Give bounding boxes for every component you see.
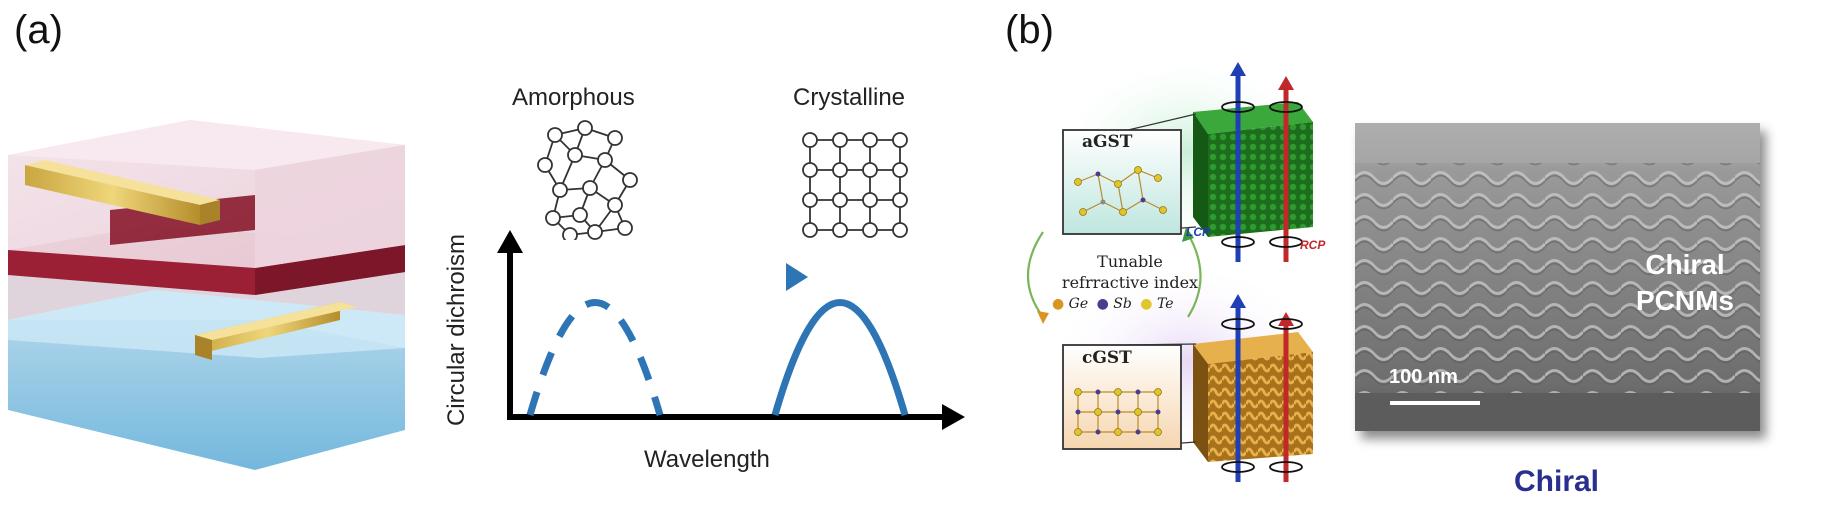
lcp-label: LCP — [1186, 225, 1210, 239]
lcp-arrow-top — [1221, 62, 1255, 262]
sb-dot-icon: ● — [1096, 296, 1109, 312]
amorphous-network-icon — [537, 120, 638, 240]
gst-switching-schematic — [1026, 62, 1328, 482]
element-sb: Sb — [1113, 296, 1132, 312]
upper-gold-electrode — [25, 165, 200, 225]
te-dot-icon: ● — [1140, 296, 1153, 312]
agst-cube — [1193, 102, 1313, 237]
agst-inset — [1062, 113, 1197, 235]
sem-image: Chiral PCNMs 100 nm — [1355, 123, 1760, 431]
cgst-inset — [1062, 343, 1197, 450]
device-schematic — [8, 120, 405, 470]
element-ge: Ge — [1068, 296, 1089, 312]
sem-label-line1: Chiral — [1645, 249, 1725, 280]
crystalline-lattice-icon — [802, 132, 908, 238]
ge-dot-icon: ● — [1052, 296, 1065, 312]
x-axis-label: Wavelength — [644, 446, 770, 473]
rcp-label: RCP — [1300, 238, 1326, 252]
amorphous-title: Amorphous — [512, 84, 635, 111]
sem-label-line2: PCNMs — [1635, 285, 1734, 316]
amorphization-arrow — [1026, 231, 1044, 318]
amorphous-cd-curve — [526, 299, 664, 416]
cgst-label: cGST — [1082, 348, 1132, 368]
crystalline-title: Crystalline — [793, 84, 906, 111]
cd-schematic-plot — [497, 230, 965, 430]
x-axis-arrowhead — [942, 404, 965, 430]
agst-label: aGST — [1082, 132, 1133, 152]
crystalline-cd-curve — [771, 299, 909, 416]
tunable-label-line1: Tunable — [1097, 252, 1163, 271]
panel-label-a: (a) — [14, 8, 63, 52]
redshift-arrowhead — [786, 263, 808, 291]
y-axis-arrowhead — [497, 230, 523, 253]
cgst-cube — [1193, 332, 1313, 462]
scale-bar-label: 100 nm — [1389, 366, 1458, 388]
sem-caption: Chiral — [1514, 465, 1600, 498]
panel-label-b: (b) — [1005, 8, 1054, 52]
rcp-arrow-bottom — [1269, 312, 1303, 482]
tunable-label-line2: refrractive index — [1061, 273, 1199, 292]
element-te: Te — [1156, 296, 1174, 312]
lcp-arrow-bottom — [1221, 294, 1255, 482]
substrate-layer — [8, 320, 405, 470]
y-axis-label: Circular dichroism — [443, 233, 470, 427]
crystallization-arrow — [1187, 233, 1202, 318]
rcp-arrow-top — [1269, 76, 1303, 262]
element-legend: ● Ge ● Sb ● Te — [1052, 296, 1174, 312]
